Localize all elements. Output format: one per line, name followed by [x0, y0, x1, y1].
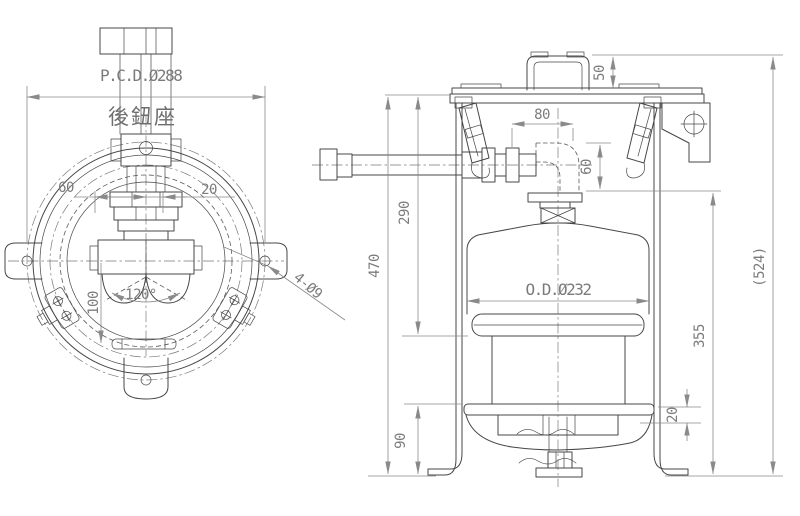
dim-60-side: 60 — [579, 142, 611, 190]
seam-band — [471, 313, 645, 337]
clevis-bracket — [110, 133, 182, 193]
valve-body — [89, 239, 203, 304]
dome-left — [101, 273, 147, 304]
dim-overall-524: (524) — [665, 56, 783, 477]
nut-stack — [109, 191, 183, 241]
mounting-lug-right — [249, 242, 288, 280]
clevis-fork-arms — [119, 53, 172, 135]
dim-355: 355 — [586, 190, 721, 475]
dim-470: 470 — [367, 96, 436, 477]
pitch-circle-dashdot — [49, 164, 243, 358]
bottom-bar — [111, 338, 177, 350]
canister-shoulder — [466, 222, 650, 251]
dim-100: 100 — [86, 263, 104, 344]
dim-290: 290 — [385, 94, 468, 337]
dim-20-side: 20 — [640, 389, 701, 441]
dim-80-label: 80 — [534, 107, 550, 123]
lug-hole-left — [21, 255, 33, 267]
hex-fitting-top — [99, 27, 173, 55]
dim-100-label: 100 — [86, 291, 102, 315]
bottom-bowl — [465, 414, 653, 451]
swing-bolt-latch-front-left — [36, 287, 80, 329]
leader-line — [267, 265, 346, 321]
swing-bolt-latch-front-right — [212, 287, 256, 329]
dome-right — [145, 273, 191, 304]
pipe-elbow-hidden — [535, 142, 580, 193]
dim-60-side-label: 60 — [579, 159, 595, 175]
lug-hole-bottom — [140, 374, 152, 386]
lifting-handle — [526, 51, 590, 91]
od-label: O.D.Ø232 — [525, 280, 591, 299]
dim-355-label: 355 — [692, 324, 708, 348]
angle-120-label: 120° — [125, 287, 157, 303]
clevis-pin — [139, 141, 153, 155]
cover-plate — [449, 83, 705, 104]
dim-overall-label: (524) — [752, 247, 768, 287]
mounting-lug-left — [4, 242, 43, 280]
canister-body — [463, 222, 655, 451]
outer-rim-circle — [32, 147, 260, 375]
bolt-circle-dashdot — [26, 141, 266, 381]
break-line — [518, 458, 577, 465]
break-line — [516, 429, 575, 436]
seat-label: 後鈕座 — [108, 105, 177, 129]
dim-20-side-label: 20 — [665, 407, 681, 423]
dim-470-label: 470 — [367, 254, 383, 278]
mounting-lug-bottom — [123, 357, 169, 400]
dim-50: 50 — [592, 54, 783, 89]
dim-50-label: 50 — [592, 65, 608, 81]
support-leg-left — [427, 102, 463, 476]
dim-80: 80 — [511, 107, 574, 147]
mounting-bracket — [661, 102, 711, 163]
dim-90: 90 — [393, 403, 462, 475]
dim-90-label: 90 — [393, 433, 409, 449]
od-dimension: O.D.Ø232 — [466, 280, 650, 304]
side-view: 50 80 60 O.D.Ø232 290 470 — [312, 51, 783, 487]
drain-plug — [516, 416, 583, 478]
dim-290-label: 290 — [397, 201, 413, 225]
angle-120-dimension: 120° — [103, 276, 189, 303]
dim-20-label: 20 — [201, 182, 217, 198]
dim-60-label: 60 — [58, 180, 74, 196]
hidden-circle-dashed — [59, 174, 233, 348]
support-leg-right — [653, 102, 689, 476]
lug-hole-right — [259, 255, 271, 267]
pcd-dimension: P.C.D.Ø288 — [26, 66, 266, 242]
clamp-band — [497, 414, 619, 436]
inner-body-circle — [66, 181, 226, 341]
pcd-label: P.C.D.Ø288 — [100, 66, 182, 85]
dim-60-20: 60 20 — [58, 180, 235, 213]
front-view: P.C.D.Ø288 後鈕座 60 20 100 120° — [4, 27, 346, 400]
inner-rim-circle — [39, 154, 253, 368]
